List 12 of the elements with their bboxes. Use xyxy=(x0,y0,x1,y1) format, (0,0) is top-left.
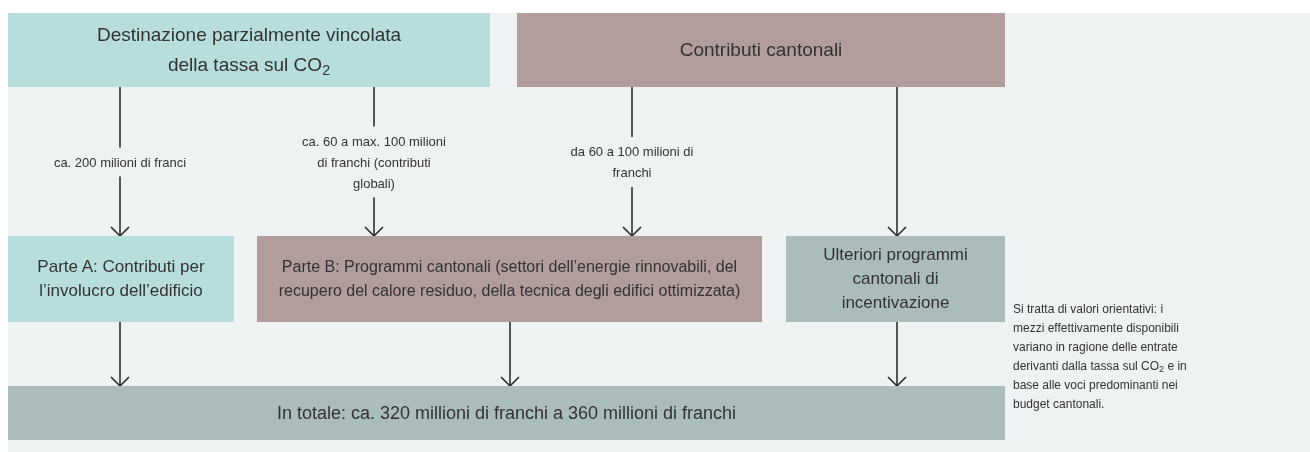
arrow xyxy=(887,86,907,237)
arrow xyxy=(887,321,907,387)
note-text: Si tratta di valori orientativi: i mezzi effettivamente disponibili variano in ragione delle entrate derivanti dalla tassa sul CO$_{2}$ e in base alle voci predominanti nei budget cantonali. xyxy=(1013,301,1188,413)
process-box: Destinazione parzialmente vincolata della tassa sul CO$_{2}$ xyxy=(8,13,490,87)
process-box: Contributi cantonali xyxy=(517,13,1005,87)
edge-label: ca. 60 a max. 100 milioni di franchi (contributi globali) xyxy=(299,126,449,197)
process-box: Parte B: Programmi cantonali (settori dell’energie rinnovabili, del recupero del calore residuo, della tecnica degli edifici ottimizzata) xyxy=(257,236,762,322)
process-box: Parte A: Contributi per l’involucro dell’edificio xyxy=(8,236,234,322)
arrow xyxy=(110,321,130,387)
process-box: Ulteriori programmi cantonali di incentivazione xyxy=(786,236,1005,322)
process-box: In totale: ca. 320 millioni di franchi a 360 millioni di franchi xyxy=(8,386,1005,440)
arrow xyxy=(500,321,520,387)
